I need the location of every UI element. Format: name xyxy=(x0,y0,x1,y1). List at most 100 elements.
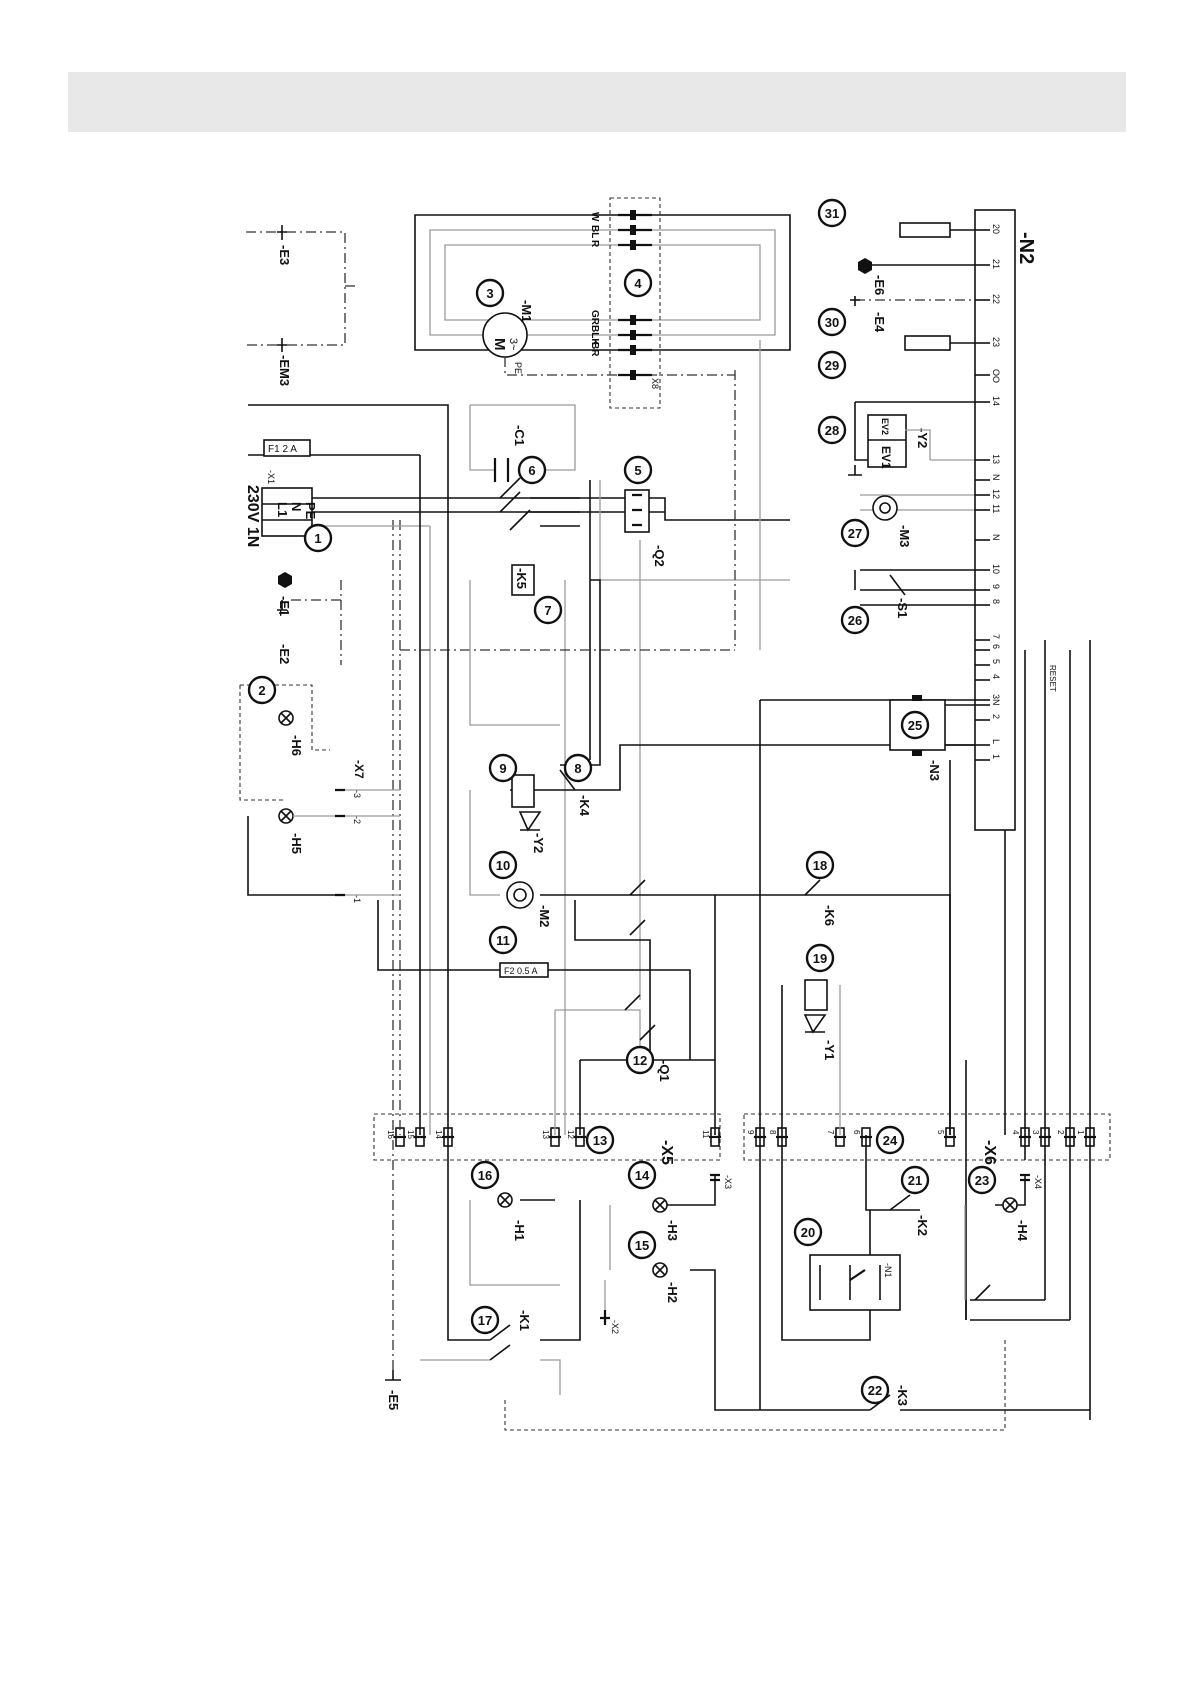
component-number-bubbles: 1234567891011121314151617181920212223242… xyxy=(247,198,997,1405)
label-n2: -N2 xyxy=(1015,232,1037,264)
component-bubble-20: 20 xyxy=(793,1217,823,1247)
component-bubble-15: 15 xyxy=(627,1230,657,1260)
svg-text:-E6: -E6 xyxy=(872,275,887,295)
svg-text:-X1: -X1 xyxy=(266,470,276,484)
svg-text:-X4: -X4 xyxy=(1033,1175,1043,1189)
svg-text:PE: PE xyxy=(303,502,318,520)
n2-terminal: 21 xyxy=(975,259,1001,269)
svg-text:-X2: -X2 xyxy=(610,1320,620,1334)
component-number: 20 xyxy=(801,1225,815,1240)
x5-terminal: 16 xyxy=(386,1127,406,1147)
earth-e5: -E5 xyxy=(385,1370,401,1410)
n2-terminal-label: 1 xyxy=(991,754,1001,759)
n2-terminal: N xyxy=(975,699,1001,706)
x6-terminal: 2 xyxy=(1056,1127,1076,1147)
label-x6: -X6 xyxy=(981,1140,998,1165)
component-bubble-23: 23 xyxy=(967,1165,997,1195)
earth-e4: -E4 xyxy=(850,296,887,333)
component-bubble-26: 26 xyxy=(840,605,870,635)
x8-pin xyxy=(618,370,652,380)
label-x5: -X5 xyxy=(658,1140,675,1165)
component-number: 4 xyxy=(634,276,642,291)
earth-em3: -EM3 xyxy=(277,338,292,386)
svg-text:-H1: -H1 xyxy=(512,1220,527,1241)
component-number: 17 xyxy=(478,1313,492,1328)
svg-text:BR: BR xyxy=(589,342,600,357)
x6-terminal-label: 3 xyxy=(1031,1130,1040,1135)
component-bubble-8: 8 xyxy=(563,753,593,783)
component-bubble-25: 25 xyxy=(900,710,930,740)
component-bubble-6: 6 xyxy=(517,455,547,485)
n2-terminal: OO xyxy=(975,369,1001,383)
n2-terminal: 2 xyxy=(975,714,1001,721)
component-bubble-19: 19 xyxy=(805,943,835,973)
x5-terminal-label: 13 xyxy=(541,1130,550,1139)
n2-terminal-label: 22 xyxy=(991,294,1001,304)
lamp-h5: -H5 xyxy=(247,808,340,896)
n2-terminal-label: N xyxy=(991,534,1001,541)
svg-text:-S1: -S1 xyxy=(895,598,910,618)
svg-text:-E1: -E1 xyxy=(277,596,292,616)
component-number: 1 xyxy=(314,531,321,546)
x6-terminal-label: 5 xyxy=(936,1130,945,1135)
n2-terminal-label: L xyxy=(991,739,1001,744)
n2-terminal-label: 14 xyxy=(991,396,1001,406)
switch-s1: -S1 xyxy=(889,574,910,618)
component-bubble-12: 12 xyxy=(625,1045,655,1075)
svg-text:-Y1: -Y1 xyxy=(822,1040,837,1060)
component-number: 16 xyxy=(478,1168,492,1183)
component-bubble-7: 7 xyxy=(533,595,563,625)
svg-text:-K6: -K6 xyxy=(822,905,837,926)
component-bubble-9: 9 xyxy=(488,753,518,783)
n2-terminal: L xyxy=(975,739,1001,746)
svg-text:-K3: -K3 xyxy=(895,1385,910,1406)
svg-text:F1 2 A: F1 2 A xyxy=(268,444,297,455)
x6-terminal-label: 7 xyxy=(826,1130,835,1135)
x8-pin xyxy=(618,345,652,355)
n2-terminal-label: 8 xyxy=(991,599,1001,604)
n2-terminal: 1 xyxy=(975,754,1001,761)
component-bubble-13: 13 xyxy=(585,1125,615,1155)
svg-text:RESET: RESET xyxy=(1048,665,1057,692)
component-bubble-28: 28 xyxy=(817,415,847,445)
svg-text:BLK: BLK xyxy=(589,325,600,346)
component-number: 30 xyxy=(825,315,839,330)
n2-terminal: 9 xyxy=(975,584,1001,591)
svg-text:-EM3: -EM3 xyxy=(277,355,292,386)
x6-terminal-label: 8 xyxy=(768,1130,777,1135)
component-number: 9 xyxy=(499,761,506,776)
component-bubble-18: 18 xyxy=(805,850,835,880)
component-bubble-21: 21 xyxy=(900,1165,930,1195)
switch-pump xyxy=(629,879,646,936)
n2-terminal: 7 xyxy=(975,634,1001,641)
valve-ev: EV2 EV1 -Y2 xyxy=(848,414,931,476)
n2-terminal: 22 xyxy=(975,294,1001,304)
lamp-h1: -H1 xyxy=(497,1192,527,1241)
svg-text:-Q2: -Q2 xyxy=(652,545,667,567)
svg-text:-M3: -M3 xyxy=(897,525,912,547)
n2-terminal-label: 6 xyxy=(991,644,1001,649)
n2-terminal-label: N xyxy=(991,474,1001,481)
component-bubble-1: 1 xyxy=(303,523,333,553)
motor-m1: M 3~ -M1 PE xyxy=(482,300,735,376)
component-number: 12 xyxy=(633,1053,647,1068)
n2-terminal-label: OO xyxy=(991,369,1001,383)
n2-terminal: 10 xyxy=(975,564,1001,574)
svg-text:-H6: -H6 xyxy=(289,735,304,756)
n2-terminal: 23 xyxy=(975,337,1001,347)
n2-terminal: 12 xyxy=(975,489,1001,499)
svg-text:GR: GR xyxy=(589,310,600,326)
valve-y1: -Y1 xyxy=(803,979,837,1060)
component-number: 26 xyxy=(848,613,862,628)
svg-text:-K4: -K4 xyxy=(577,795,592,817)
terminal-x2: -X2 xyxy=(600,1310,620,1334)
svg-text:-C1: -C1 xyxy=(512,425,527,446)
svg-text:-Y2: -Y2 xyxy=(915,428,930,448)
x5-terminal-label: 16 xyxy=(386,1130,395,1139)
component-bubble-14: 14 xyxy=(627,1160,657,1190)
x6-terminal-label: 9 xyxy=(746,1130,755,1135)
component-number: 7 xyxy=(544,603,551,618)
svg-text:PE: PE xyxy=(513,362,523,374)
n2-terminal: 11 xyxy=(975,504,1001,513)
connector-x8: W BL R GR BLK BR X8 xyxy=(589,197,661,409)
